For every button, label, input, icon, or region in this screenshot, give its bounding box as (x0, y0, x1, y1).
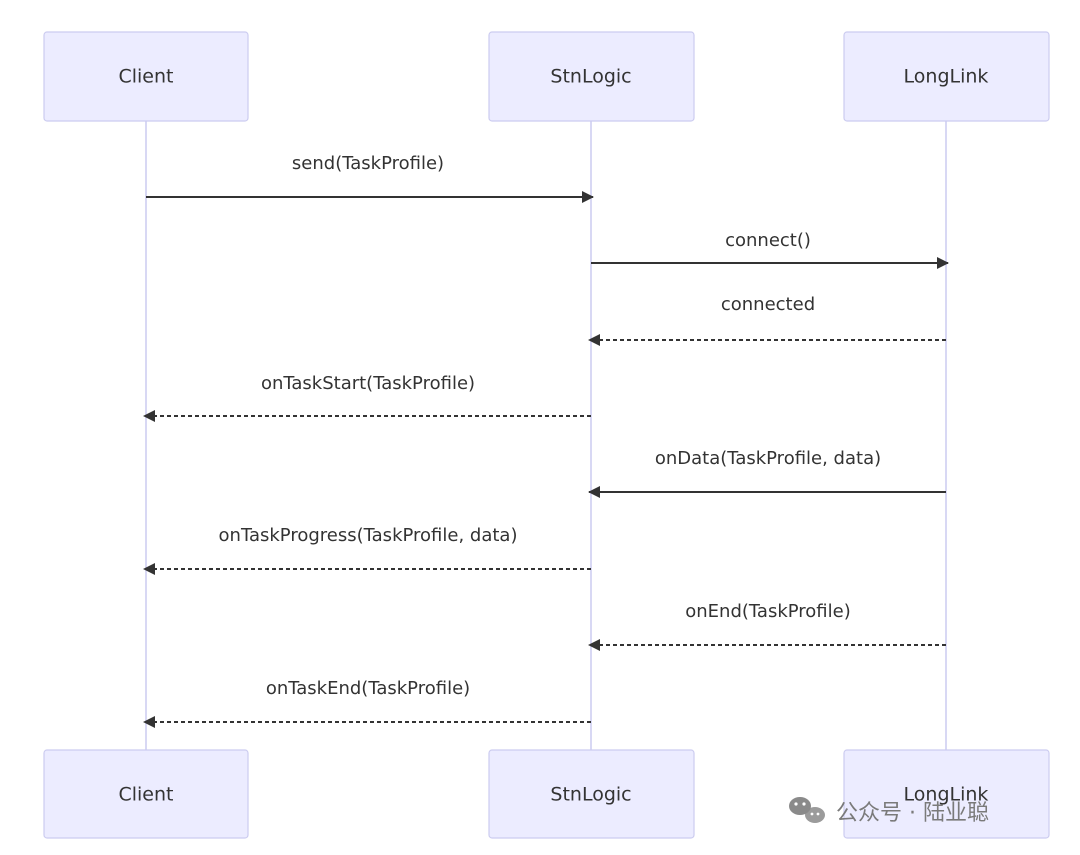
message-label: onTaskStart(TaskProfile) (261, 373, 475, 394)
actor-client-top: Client (43, 31, 249, 122)
actor-stnlogic-top: StnLogic (488, 31, 695, 122)
wechat-icon (789, 797, 825, 823)
watermark: 公众号 · 陆业聪 (789, 797, 989, 826)
watermark-text: 公众号 · 陆业聪 (836, 801, 989, 826)
message-label: onTaskProgress(TaskProfile, data) (219, 525, 518, 546)
actor-label: LongLink (904, 66, 989, 88)
message-on-data: onData(TaskProfile, data) (588, 448, 946, 498)
actor-client-bottom: Client (43, 749, 249, 839)
actor-label: LongLink (904, 784, 989, 806)
message-send: send(TaskProfile) (146, 153, 594, 203)
actor-label: Client (118, 784, 173, 806)
message-label: connected (721, 294, 815, 315)
message-label: onData(TaskProfile, data) (655, 448, 881, 469)
message-connect: connect() (591, 230, 949, 269)
actor-label: StnLogic (550, 784, 631, 806)
message-connected: connected (588, 294, 946, 346)
message-label: send(TaskProfile) (292, 153, 444, 174)
actor-label: Client (118, 66, 173, 88)
message-on-task-end: onTaskEnd(TaskProfile) (143, 678, 591, 728)
actor-longlink-top: LongLink (843, 31, 1050, 122)
actor-longlink-bottom: LongLink (843, 749, 1050, 839)
actor-stnlogic-bottom: StnLogic (488, 749, 695, 839)
message-on-task-start: onTaskStart(TaskProfile) (143, 373, 591, 422)
message-on-end: onEnd(TaskProfile) (588, 601, 946, 651)
message-on-task-progress: onTaskProgress(TaskProfile, data) (143, 525, 591, 575)
actor-label: StnLogic (550, 66, 631, 88)
message-label: connect() (725, 230, 811, 251)
message-label: onTaskEnd(TaskProfile) (266, 678, 470, 699)
message-label: onEnd(TaskProfile) (685, 601, 851, 622)
